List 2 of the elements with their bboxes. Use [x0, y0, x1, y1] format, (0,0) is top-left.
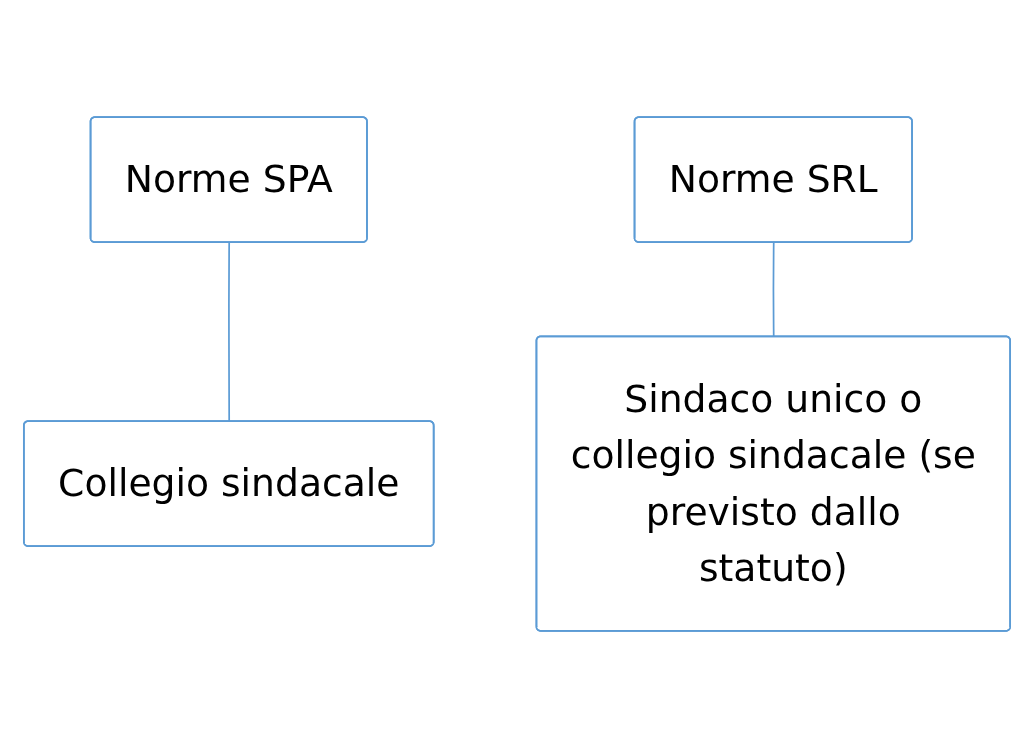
- connector: [227, 241, 230, 423]
- connector: [772, 241, 775, 338]
